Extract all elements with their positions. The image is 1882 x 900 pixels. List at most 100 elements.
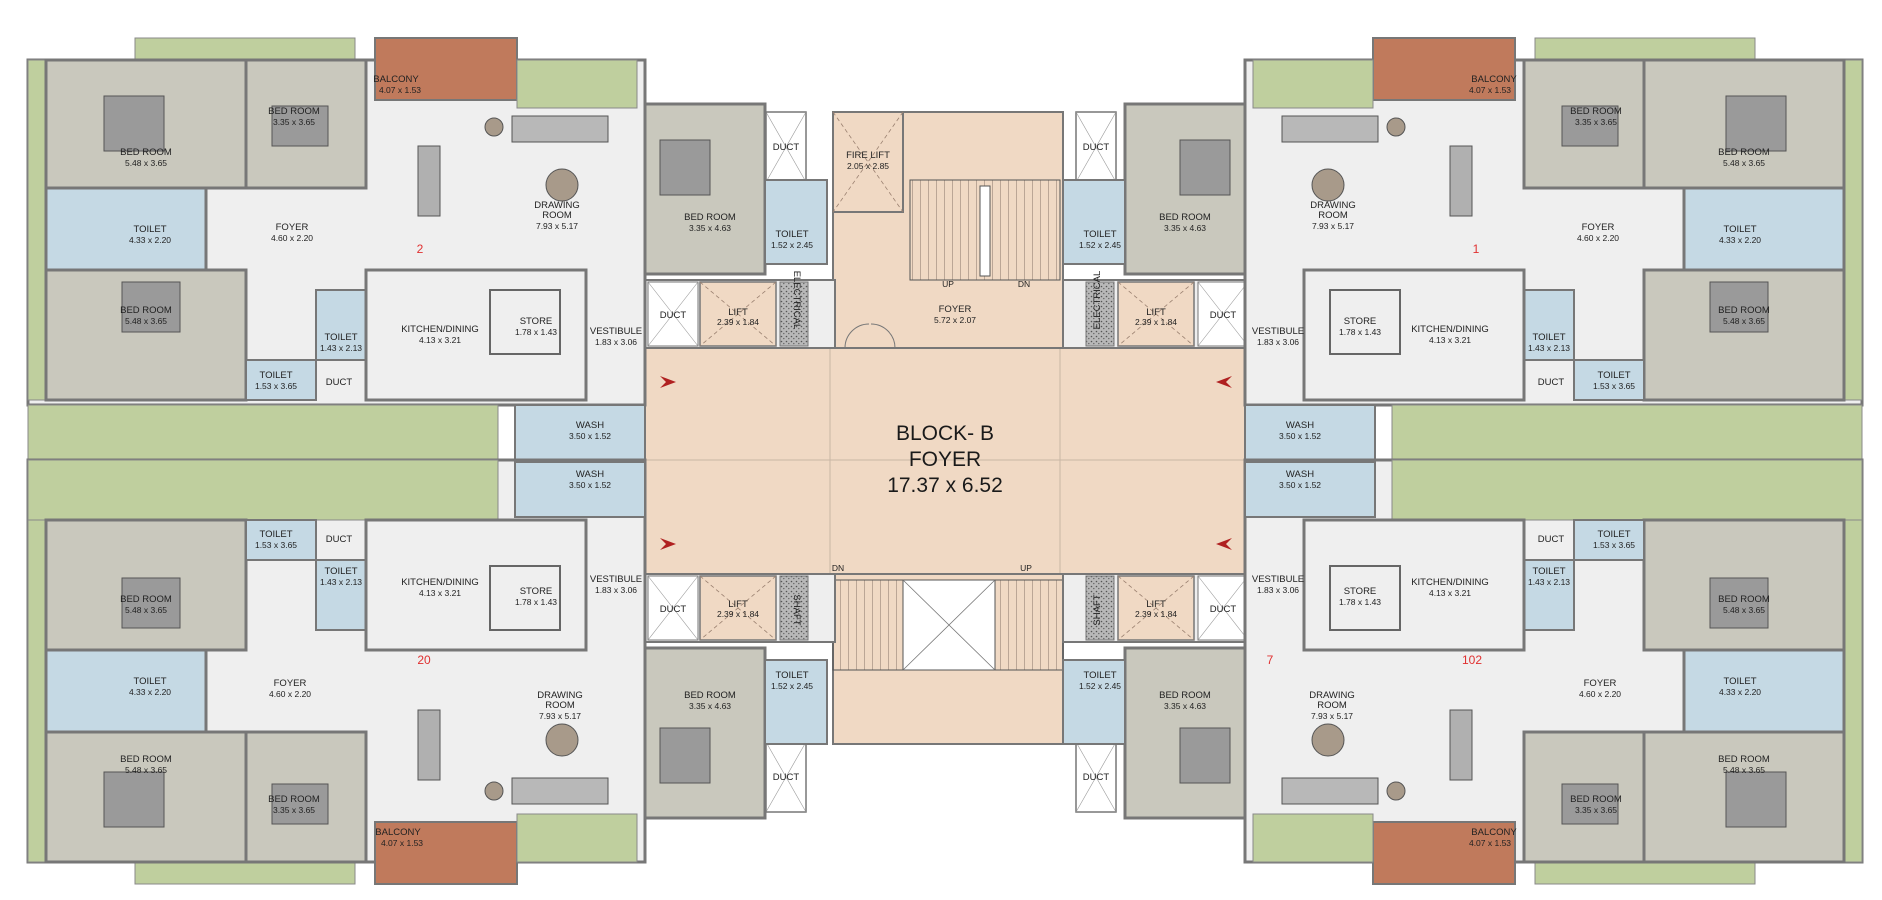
tl-drawing-label-2: ROOM [542, 210, 572, 221]
duct-bl: DUCT [660, 604, 687, 615]
tr-vestibule-dim: 1.83 x 3.06 [1257, 337, 1299, 347]
bl-bed2-dim: 5.48 x 3.65 [125, 765, 167, 775]
tl-wash-label: WASH [576, 420, 604, 431]
lift-bl-label: LIFT [728, 599, 748, 610]
br-toilet-c-label: TOILET [1597, 529, 1630, 540]
bl-duct-label: DUCT [326, 534, 353, 545]
duct-tr: DUCT [1210, 310, 1237, 321]
toilet-a [44, 648, 208, 734]
tr-toilet-c-dim: 1.53 x 3.65 [1593, 381, 1635, 391]
br-toilet-b-label: TOILET [1532, 566, 1565, 577]
br-duct-label: DUCT [1538, 534, 1565, 545]
tl-balcony-dim: 4.07 x 1.53 [379, 85, 421, 95]
br-drawing-label-1: DRAWING [1309, 690, 1355, 701]
tr-duct-label: DUCT [1538, 377, 1565, 388]
bl-toilet-a-dim: 4.33 x 2.20 [129, 687, 171, 697]
tl-bed2-label: BED ROOM [268, 106, 320, 117]
stair-foyer-dim: 5.72 x 2.07 [934, 315, 976, 325]
br-unit-number-a: 7 [1267, 653, 1274, 667]
bl-toilet-b-label: TOILET [324, 566, 357, 577]
tr-wash-label: WASH [1286, 420, 1314, 431]
duct-br: DUCT [1210, 604, 1237, 615]
tl-toilet-a-dim: 4.33 x 2.20 [129, 235, 171, 245]
br-bed3-label: BED ROOM [1570, 794, 1622, 805]
tl-drawing-dim: 7.93 x 5.17 [536, 221, 578, 231]
bl-balcony-label: BALCONY [375, 827, 421, 838]
bl-toilet-a-label: TOILET [133, 676, 166, 687]
br-toilet-b-dim: 1.43 x 2.13 [1528, 577, 1570, 587]
toilet-c [1573, 519, 1645, 561]
toilet-a [1682, 648, 1846, 734]
br-toilet-d-dim: 1.52 x 2.45 [1079, 681, 1121, 691]
tl-unit-number: 2 [417, 242, 424, 256]
tl-toilet-d-dim: 1.52 x 2.45 [771, 240, 813, 250]
tl-store-dim: 1.78 x 1.43 [515, 327, 557, 337]
elec-shaft-tr: ELECTRICAL [1092, 271, 1103, 330]
bl-toilet-d-label: TOILET [775, 670, 808, 681]
tl-drawing-label-1: DRAWING [534, 200, 580, 211]
store [1329, 565, 1401, 631]
bl-kitchen-label: KITCHEN/DINING [401, 577, 479, 588]
toilet-d [764, 179, 828, 265]
balcony [1372, 821, 1516, 885]
balcony [374, 821, 518, 885]
br-kitchen-dim: 4.13 x 3.21 [1429, 588, 1471, 598]
tl-store-label: STORE [520, 316, 553, 327]
elec-shaft-br: SHAFT [1092, 594, 1103, 625]
tr-drawing-label-2: ROOM [1318, 210, 1348, 221]
tl-bed1-label: BED ROOM [120, 147, 172, 158]
tl-balcony-label: BALCONY [373, 74, 419, 85]
tl-bed2-dim: 3.35 x 3.65 [273, 117, 315, 127]
toilet-b [315, 289, 367, 361]
tl-kitchen-dim: 4.13 x 3.21 [419, 335, 461, 345]
store [1329, 289, 1401, 355]
lift-tl-dim: 2.39 x 1.84 [717, 317, 759, 327]
wash-1 [514, 404, 646, 461]
bed-room-2 [1642, 730, 1846, 864]
tr-drawing-label-1: DRAWING [1310, 200, 1356, 211]
tr-toilet-d-dim: 1.52 x 2.45 [1079, 240, 1121, 250]
bl-wash-label: WASH [576, 469, 604, 480]
duct-tl: DUCT [660, 310, 687, 321]
duct-core-br: DUCT [1083, 772, 1110, 783]
tl-toilet-d-label: TOILET [775, 229, 808, 240]
bl-kitchen-dim: 4.13 x 3.21 [419, 588, 461, 598]
tr-balcony-dim: 4.07 x 1.53 [1469, 85, 1511, 95]
tl-toilet-c-label: TOILET [259, 370, 292, 381]
lift-br-dim: 2.39 x 1.84 [1135, 609, 1177, 619]
toilet-c [245, 519, 317, 561]
br-bed4-dim: 3.35 x 4.63 [1164, 701, 1206, 711]
tr-toilet-b-label: TOILET [1532, 332, 1565, 343]
store [489, 565, 561, 631]
bl-bed2-label: BED ROOM [120, 754, 172, 765]
br-toilet-a-label: TOILET [1723, 676, 1756, 687]
stair-up-label: UP [942, 279, 954, 289]
br-vestibule-dim: 1.83 x 3.06 [1257, 585, 1299, 595]
tr-kitchen-label: KITCHEN/DINING [1411, 324, 1489, 335]
foyer-title: FOYER [909, 448, 981, 471]
br-balcony-dim: 4.07 x 1.53 [1469, 838, 1511, 848]
stair-dn-label: DN [1018, 279, 1030, 289]
tr-toilet-b-dim: 1.43 x 2.13 [1528, 343, 1570, 353]
toilet-b [1523, 289, 1575, 361]
br-wash-dim: 3.50 x 1.52 [1279, 480, 1321, 490]
lift-tr-label: LIFT [1146, 307, 1166, 318]
tr-foyer-label: FOYER [1582, 222, 1615, 233]
tr-kitchen-dim: 4.13 x 3.21 [1429, 335, 1471, 345]
tl-kitchen-label: KITCHEN/DINING [401, 324, 479, 335]
tr-bed4-dim: 3.35 x 4.63 [1164, 223, 1206, 233]
balcony [1372, 37, 1516, 101]
arrow-right-bottom [1216, 538, 1232, 550]
unit-bottom-right: TOILET 1.53 x 3.65 TOILET 1.43 x 2.13 DU… [1062, 458, 1864, 885]
bl-bed4-label: BED ROOM [684, 690, 736, 701]
br-bed4-label: BED ROOM [1159, 690, 1211, 701]
wash-2 [1244, 461, 1376, 518]
br-bed1-dim: 5.48 x 3.65 [1723, 605, 1765, 615]
toilet-c [1573, 359, 1645, 401]
br-toilet-c-dim: 1.53 x 3.65 [1593, 540, 1635, 550]
bl-wash-dim: 3.50 x 1.52 [569, 480, 611, 490]
foyer-floor [644, 347, 1246, 575]
fire-lift-label: FIRE LIFT [846, 150, 890, 161]
tr-store-label: STORE [1344, 316, 1377, 327]
